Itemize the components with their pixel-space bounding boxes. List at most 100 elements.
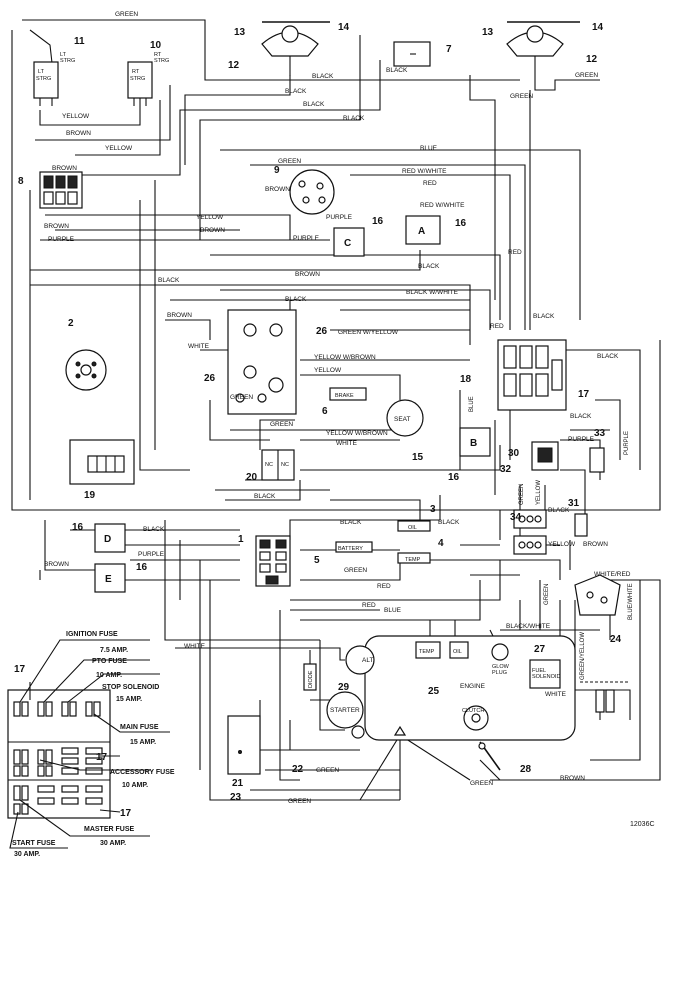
oil-3-label: OIL (408, 525, 417, 531)
callout-16-d: 16 (72, 522, 84, 533)
wire-label: BROWN (44, 223, 69, 230)
wire-label: GREEN (270, 421, 293, 428)
component-28 (478, 741, 501, 771)
wire-label: YELLOW (62, 113, 90, 120)
callout-10: 10 (150, 40, 162, 51)
relay-20: NC NC (261, 449, 295, 481)
wire-label: BLACK (418, 263, 440, 270)
relay-c: C (333, 227, 365, 257)
wire-label: BLACK (285, 88, 307, 95)
wire-label: PURPLE (293, 235, 320, 242)
relay-d-label: D (104, 534, 111, 545)
drawing-code: 12036C (630, 821, 655, 828)
wire-label: BLACK W/WHITE (406, 289, 459, 296)
wire-label: RED (423, 180, 437, 187)
wire-label: BLUE (420, 145, 438, 152)
stop-solenoid-amp: 15 AMP. (116, 696, 142, 703)
callout-20: 20 (246, 472, 258, 483)
wire-labels: GREEN YELLOW BROWN YELLOW BROWN BROWN PU… (44, 11, 634, 805)
wires (11, 19, 661, 801)
callout-16-b: 16 (448, 472, 460, 483)
relay-a: A (405, 215, 441, 245)
wire-label: GREEN/YELLOW (580, 632, 586, 680)
diode-29 (303, 663, 317, 691)
clutch-label: CLUTCH (462, 708, 484, 714)
accessory-fuse-label: ACCESSORY FUSE (110, 769, 175, 776)
wire-label: BLACK (548, 507, 570, 514)
lt-steering-switch: LT STRG (33, 61, 59, 106)
relay-c-label: C (344, 238, 351, 249)
wire-label: BLACK (285, 296, 307, 303)
callout-17-fuse-top: 17 (14, 664, 26, 675)
relay-b: B (459, 427, 491, 457)
seat-switch: SEAT (386, 399, 424, 437)
wire-label: BLACK (438, 519, 460, 526)
wire-label: WHITE (188, 343, 210, 350)
callout-8: 8 (18, 176, 24, 187)
wire-label: WHITE (184, 643, 206, 650)
component-33 (589, 447, 605, 473)
ignition-switch (289, 169, 335, 215)
ignition-fuse-label: IGNITION FUSE (66, 631, 118, 638)
engine-oil-label: OIL (453, 649, 462, 655)
component-24 (574, 574, 621, 616)
wire-label: GREEN (544, 584, 550, 605)
svg-text:RT: RT (132, 69, 140, 75)
wire-label: BROWN (44, 561, 69, 568)
callout-1: 1 (238, 534, 244, 545)
wire-label: RED W/WHITE (402, 168, 447, 175)
callout-32: 32 (500, 464, 512, 475)
wire-label: GREEN (230, 394, 253, 401)
fuse-relay-block (497, 339, 567, 411)
fuse-panel-labels: IGNITION FUSE 7.5 AMP. PTO FUSE 10 AMP. … (12, 631, 175, 858)
wire-label: PURPLE (48, 236, 75, 243)
wire-label: PURPLE (568, 436, 595, 443)
callout-15: 15 (412, 452, 424, 463)
diode-label: DIODE (308, 670, 314, 688)
component-32 (531, 441, 559, 471)
main-fuse-amp: 15 AMP. (130, 739, 156, 746)
callout-17-right: 17 (578, 389, 590, 400)
wire-label: BLUE/WHITE (628, 583, 634, 620)
callout-16-e: 16 (136, 562, 148, 573)
callout-19: 19 (84, 490, 96, 501)
temp-sender-4: TEMP (397, 552, 431, 564)
wire-label: RED (362, 602, 376, 609)
wire-label: PURPLE (326, 214, 353, 221)
wire-label: YELLOW (314, 367, 342, 374)
wire-label: GREEN (575, 72, 598, 79)
wire-label: BLUE (384, 607, 402, 614)
callout-4: 4 (438, 538, 444, 549)
wire-label: RED (508, 249, 522, 256)
callout-13-left: 13 (234, 27, 246, 38)
callout-14-right: 14 (592, 22, 604, 33)
rt-steering-switch: RT STRG (127, 61, 153, 106)
callout-6: 6 (322, 406, 328, 417)
connector-block-8 (39, 171, 83, 209)
callout-34: 34 (510, 512, 522, 523)
wire-label: BLACK/WHITE (506, 623, 551, 630)
wire-label: GREEN (510, 93, 533, 100)
wire-label: BLACK (312, 73, 334, 80)
relay-e-label: E (105, 574, 112, 585)
accessory-fuse-amp: 10 AMP. (122, 782, 148, 789)
wire-label: PURPLE (138, 551, 165, 558)
wire-label: BLACK (533, 313, 555, 320)
master-fuse-label: MASTER FUSE (84, 826, 135, 833)
relay-a-label: A (418, 226, 425, 237)
svg-text:STRG: STRG (36, 76, 51, 82)
fuse-panel (7, 639, 170, 849)
wire-label: BROWN (66, 130, 91, 137)
component-31 (574, 513, 588, 537)
fuel-solenoid (529, 659, 561, 689)
callout-12-left: 12 (228, 60, 240, 71)
callout-3: 3 (430, 504, 436, 515)
oil-sender-3: OIL (397, 520, 431, 532)
wire-label: YELLOW (196, 214, 224, 221)
wire-label: BLUE (469, 396, 475, 412)
wire-label: BLACK (386, 67, 408, 74)
wire-label: YELLOW (536, 480, 542, 505)
wire-label: BROWN (265, 186, 290, 193)
